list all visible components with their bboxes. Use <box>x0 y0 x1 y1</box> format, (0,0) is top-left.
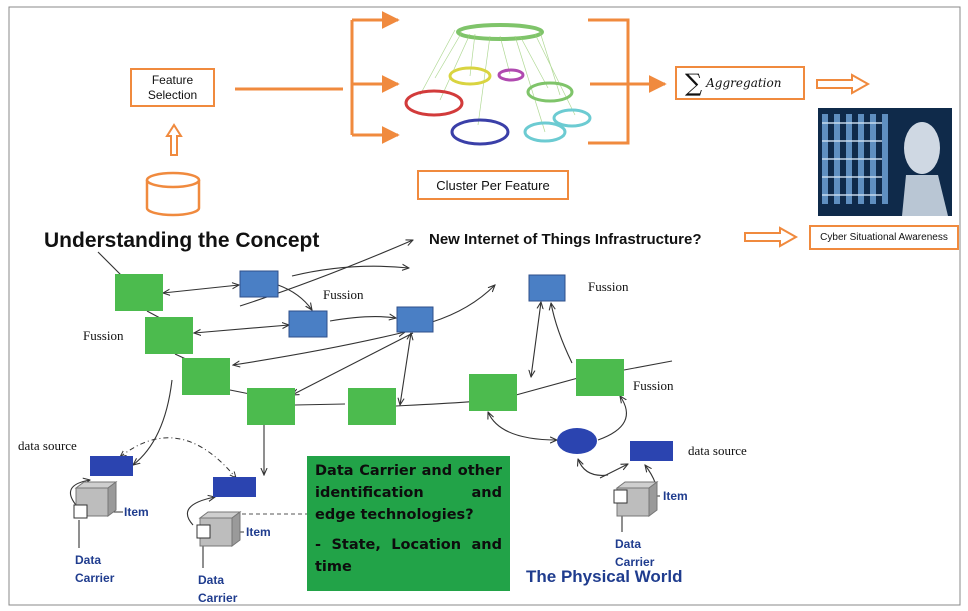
top-pipeline <box>235 11 667 145</box>
green-node <box>182 358 230 395</box>
green-nodes <box>115 274 624 425</box>
hollow-up-arrow <box>165 123 183 156</box>
database-icon <box>145 171 201 217</box>
data-carrier-label: Data Carrier <box>615 537 655 569</box>
item-box <box>196 511 242 547</box>
feature-selection-box: Feature Selection <box>130 68 215 107</box>
item-label: Item <box>663 489 688 503</box>
data-source-label: data source <box>688 443 747 458</box>
cluster-per-feature-label: Cluster Per Feature <box>436 177 550 193</box>
dash-dot-link <box>120 437 236 478</box>
physical-world-label: The Physical World <box>526 567 683 586</box>
title-to-node-link <box>97 251 122 276</box>
hollow-right-arrow-awareness <box>744 226 799 248</box>
data-carrier-label: Data Carrier <box>75 553 115 585</box>
cyber-awareness-image <box>818 108 952 216</box>
iot-question: New Internet of Things Infrastructure? <box>429 231 702 248</box>
item-label: Item <box>124 505 149 519</box>
blue-node <box>239 270 279 298</box>
fusion-label: Fussion <box>633 378 674 393</box>
fusion-label: Fussion <box>83 328 124 343</box>
item-box <box>73 481 118 519</box>
note-question: Data Carrier and other identification an… <box>315 463 502 523</box>
right-bracket <box>588 18 630 145</box>
data-carrier-label: Data Carrier <box>198 573 238 605</box>
cluster-per-feature-box: Cluster Per Feature <box>417 170 569 200</box>
item-boxes <box>73 481 659 547</box>
data-carrier-note: Data Carrier and other identification an… <box>307 456 510 591</box>
blue-nodes <box>239 270 566 338</box>
data-source-node <box>213 477 256 497</box>
data-source-nodes <box>90 428 673 497</box>
green-node <box>115 274 163 311</box>
cyber-awareness-box: Cyber Situational Awareness <box>809 225 959 250</box>
frame-border <box>8 6 961 606</box>
blue-node <box>288 310 328 338</box>
green-node <box>576 359 624 396</box>
green-node <box>145 317 193 354</box>
blue-node <box>528 274 566 302</box>
green-node <box>469 374 517 411</box>
concept-title: Understanding the Concept <box>44 229 320 252</box>
item-label: Item <box>246 525 271 539</box>
cluster-network-image <box>404 23 592 146</box>
hub-ellipse <box>557 428 597 454</box>
feature-selection-label: Feature Selection <box>147 72 198 102</box>
data-source-node <box>90 456 133 476</box>
green-node <box>247 388 295 425</box>
fusion-label: Fussion <box>588 279 629 294</box>
green-node <box>348 388 396 425</box>
fusion-label: Fussion <box>323 287 364 302</box>
aggregation-box: ∑ Aggregation <box>675 66 805 100</box>
item-box <box>613 481 659 517</box>
cyber-awareness-label: Cyber Situational Awareness <box>820 232 948 243</box>
network-connectors <box>69 240 673 526</box>
sum-symbol: ∑ <box>685 69 703 97</box>
blue-node <box>396 306 434 333</box>
data-source-node <box>630 441 673 461</box>
note-detail: - State, Location and time <box>315 537 502 575</box>
data-source-label: data source <box>18 438 77 453</box>
hollow-right-arrow-aggregation <box>816 73 871 95</box>
aggregation-label: Aggregation <box>706 76 782 90</box>
